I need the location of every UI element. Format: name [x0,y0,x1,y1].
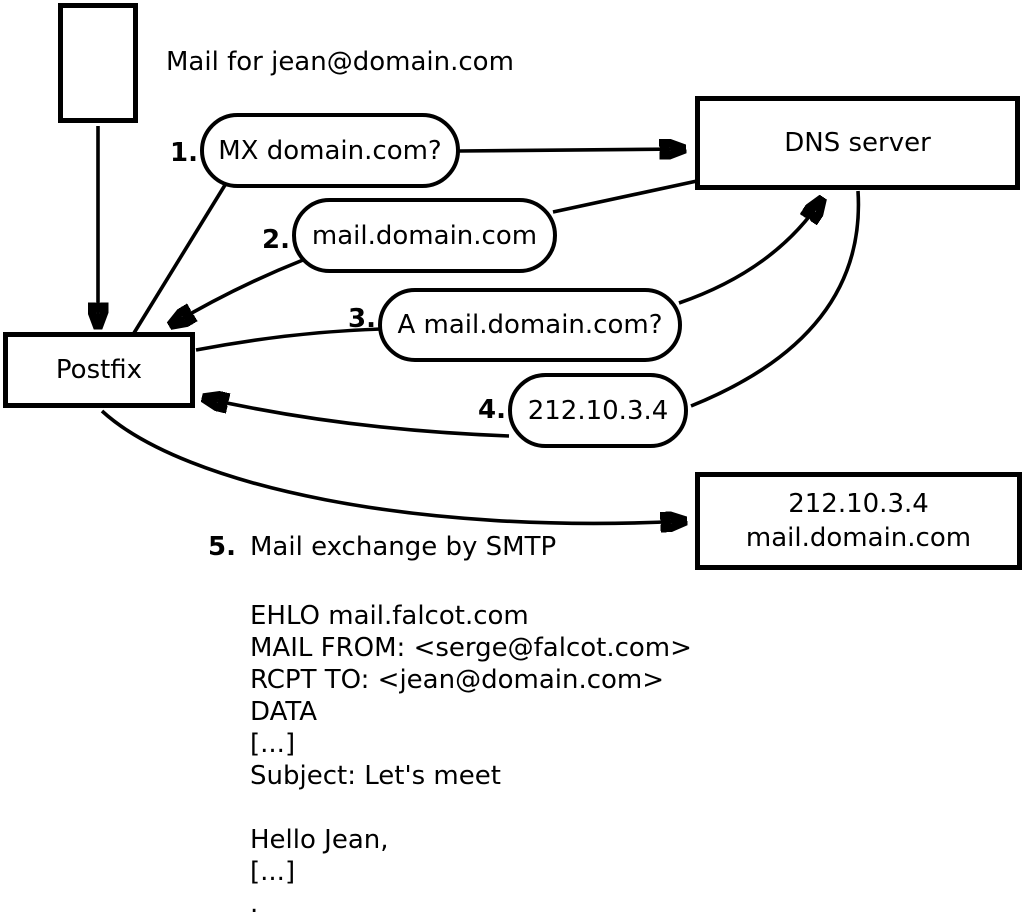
step-number-5: 5. [208,532,236,562]
answer-mx-label: mail.domain.com [311,220,538,251]
step-number-1: 1. [170,138,198,168]
arrow-postfix-to-destination [100,409,685,523]
answer-mx-pill: mail.domain.com [292,198,557,273]
smtp-line-mail-from: MAIL FROM: <serge@falcot.com> [250,633,692,663]
smtp-line-greeting: Hello Jean, [250,825,389,855]
smtp-line-ehlo: EHLO mail.falcot.com [250,601,529,631]
step-number-4: 4. [478,395,506,425]
postfix-label: Postfix [55,355,143,385]
step-number-3: 3. [348,304,376,334]
answer-a-label: 212.10.3.4 [527,395,669,426]
dns-server-label: DNS server [784,128,931,158]
line-postfix-to-query3 [195,327,382,352]
smtp-line-ellipsis-2: [...] [250,857,296,887]
query-mx-pill: MX domain.com? [200,113,460,188]
query-mx-label: MX domain.com? [218,135,442,166]
line-postfix-to-query1 [132,184,227,334]
destination-host-label: mail.domain.com [745,523,972,553]
query-a-pill: A mail.domain.com? [378,288,682,362]
postfix-box: Postfix [3,332,195,408]
line-dns-to-answer2 [552,179,698,214]
step-5-label: Mail exchange by SMTP [250,532,557,562]
destination-ip-label: 212.10.3.4 [788,489,929,519]
arrow-answer4-to-postfix [204,398,510,438]
smtp-line-end-dot: . [250,889,259,919]
step-number-2: 2. [262,225,290,255]
smtp-line-ellipsis-1: [...] [250,729,296,759]
query-a-label: A mail.domain.com? [397,310,663,340]
arrow-answer2-to-postfix [171,258,304,325]
line-dns-to-answer4 [690,190,861,408]
smtp-line-blank [250,792,692,824]
arrow-query1-to-dns [458,149,684,151]
arrow-query3-to-dns [678,199,822,305]
mail-note: Mail for jean@domain.com [166,47,514,77]
smtp-line-rcpt-to: RCPT TO: <jean@domain.com> [250,665,665,695]
answer-a-pill: 212.10.3.4 [508,373,688,448]
dns-server-box: DNS server [695,96,1020,190]
smtp-session-transcript: EHLO mail.falcot.com MAIL FROM: <serge@f… [250,600,692,919]
smtp-line-data: DATA [250,697,317,727]
smtp-line-subject: Subject: Let's meet [250,761,501,791]
destination-server-box: 212.10.3.4 mail.domain.com [695,472,1022,570]
mail-envelope-shape [58,3,138,123]
